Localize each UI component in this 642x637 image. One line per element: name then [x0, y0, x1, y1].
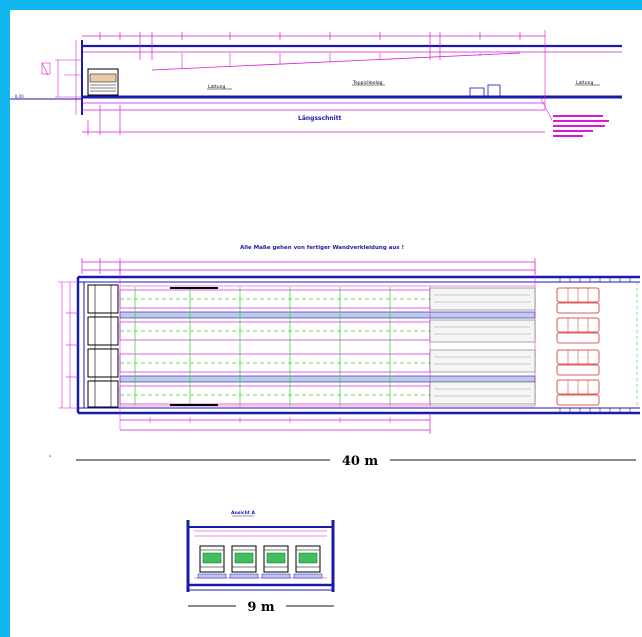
pinsetter-details: [94, 285, 112, 407]
wall-hatch: [559, 277, 631, 413]
label-lattung-2: Lattung: [576, 80, 593, 86]
seat-dividers: [567, 288, 589, 394]
section-pinsetter-frames: [200, 549, 320, 568]
wall-label-top: [170, 287, 218, 289]
longitudinal-title: Längsschnitt: [298, 115, 342, 122]
pinsetter-top: [89, 73, 117, 83]
section-lane-beds: [197, 573, 323, 579]
section-pinsetter-cores: [202, 552, 318, 564]
plan-bottom-ticks: [149, 417, 391, 423]
plan-note: Alle Maße gehen von fertiger Wandverklei…: [240, 245, 404, 251]
plan-view: Alle Maße gehen von fertiger Wandverklei…: [49, 245, 640, 469]
scale-9-label: 9 m: [247, 600, 275, 615]
pinsetter-lines: [90, 84, 116, 92]
floor-mark-a: [469, 87, 485, 97]
lane-centerlines: [120, 298, 430, 396]
lane-markers: [134, 287, 391, 406]
scale-40-label: 40 m: [342, 454, 379, 469]
sloped-ceiling: [151, 52, 521, 71]
ground-label: - 0,00: [12, 94, 24, 99]
plan-top-dims: [81, 258, 536, 274]
left-dim-tag: [41, 62, 51, 75]
lanes: [119, 289, 431, 405]
ceiling-hangers: [181, 30, 546, 110]
wall-label-bottom: [170, 404, 218, 406]
plan-left-dims: [58, 281, 78, 409]
label-teppichbelag: Teppichbelag: [352, 80, 383, 86]
top-dim-ticks: [99, 32, 521, 60]
pinsetters: [87, 284, 119, 408]
left-side-dims: [41, 59, 82, 98]
label-lattung-1: Lattung: [208, 84, 225, 90]
section-title: Ansicht A: [231, 510, 255, 516]
section-view: Ansicht A: [186, 510, 335, 615]
annotation-leader: [539, 96, 553, 121]
floor-mark-b: [487, 84, 501, 97]
approach-hatch: [434, 294, 530, 397]
annotation-text-block: [553, 115, 609, 137]
stray-dot: [49, 455, 51, 457]
longitudinal-section: - 0,00 Lattung Teppichbelag Lattung Läng…: [10, 30, 622, 137]
approach-areas: [429, 287, 536, 405]
bottom-dim-chain: [82, 105, 545, 135]
plan-bottom-dims: [120, 413, 431, 434]
